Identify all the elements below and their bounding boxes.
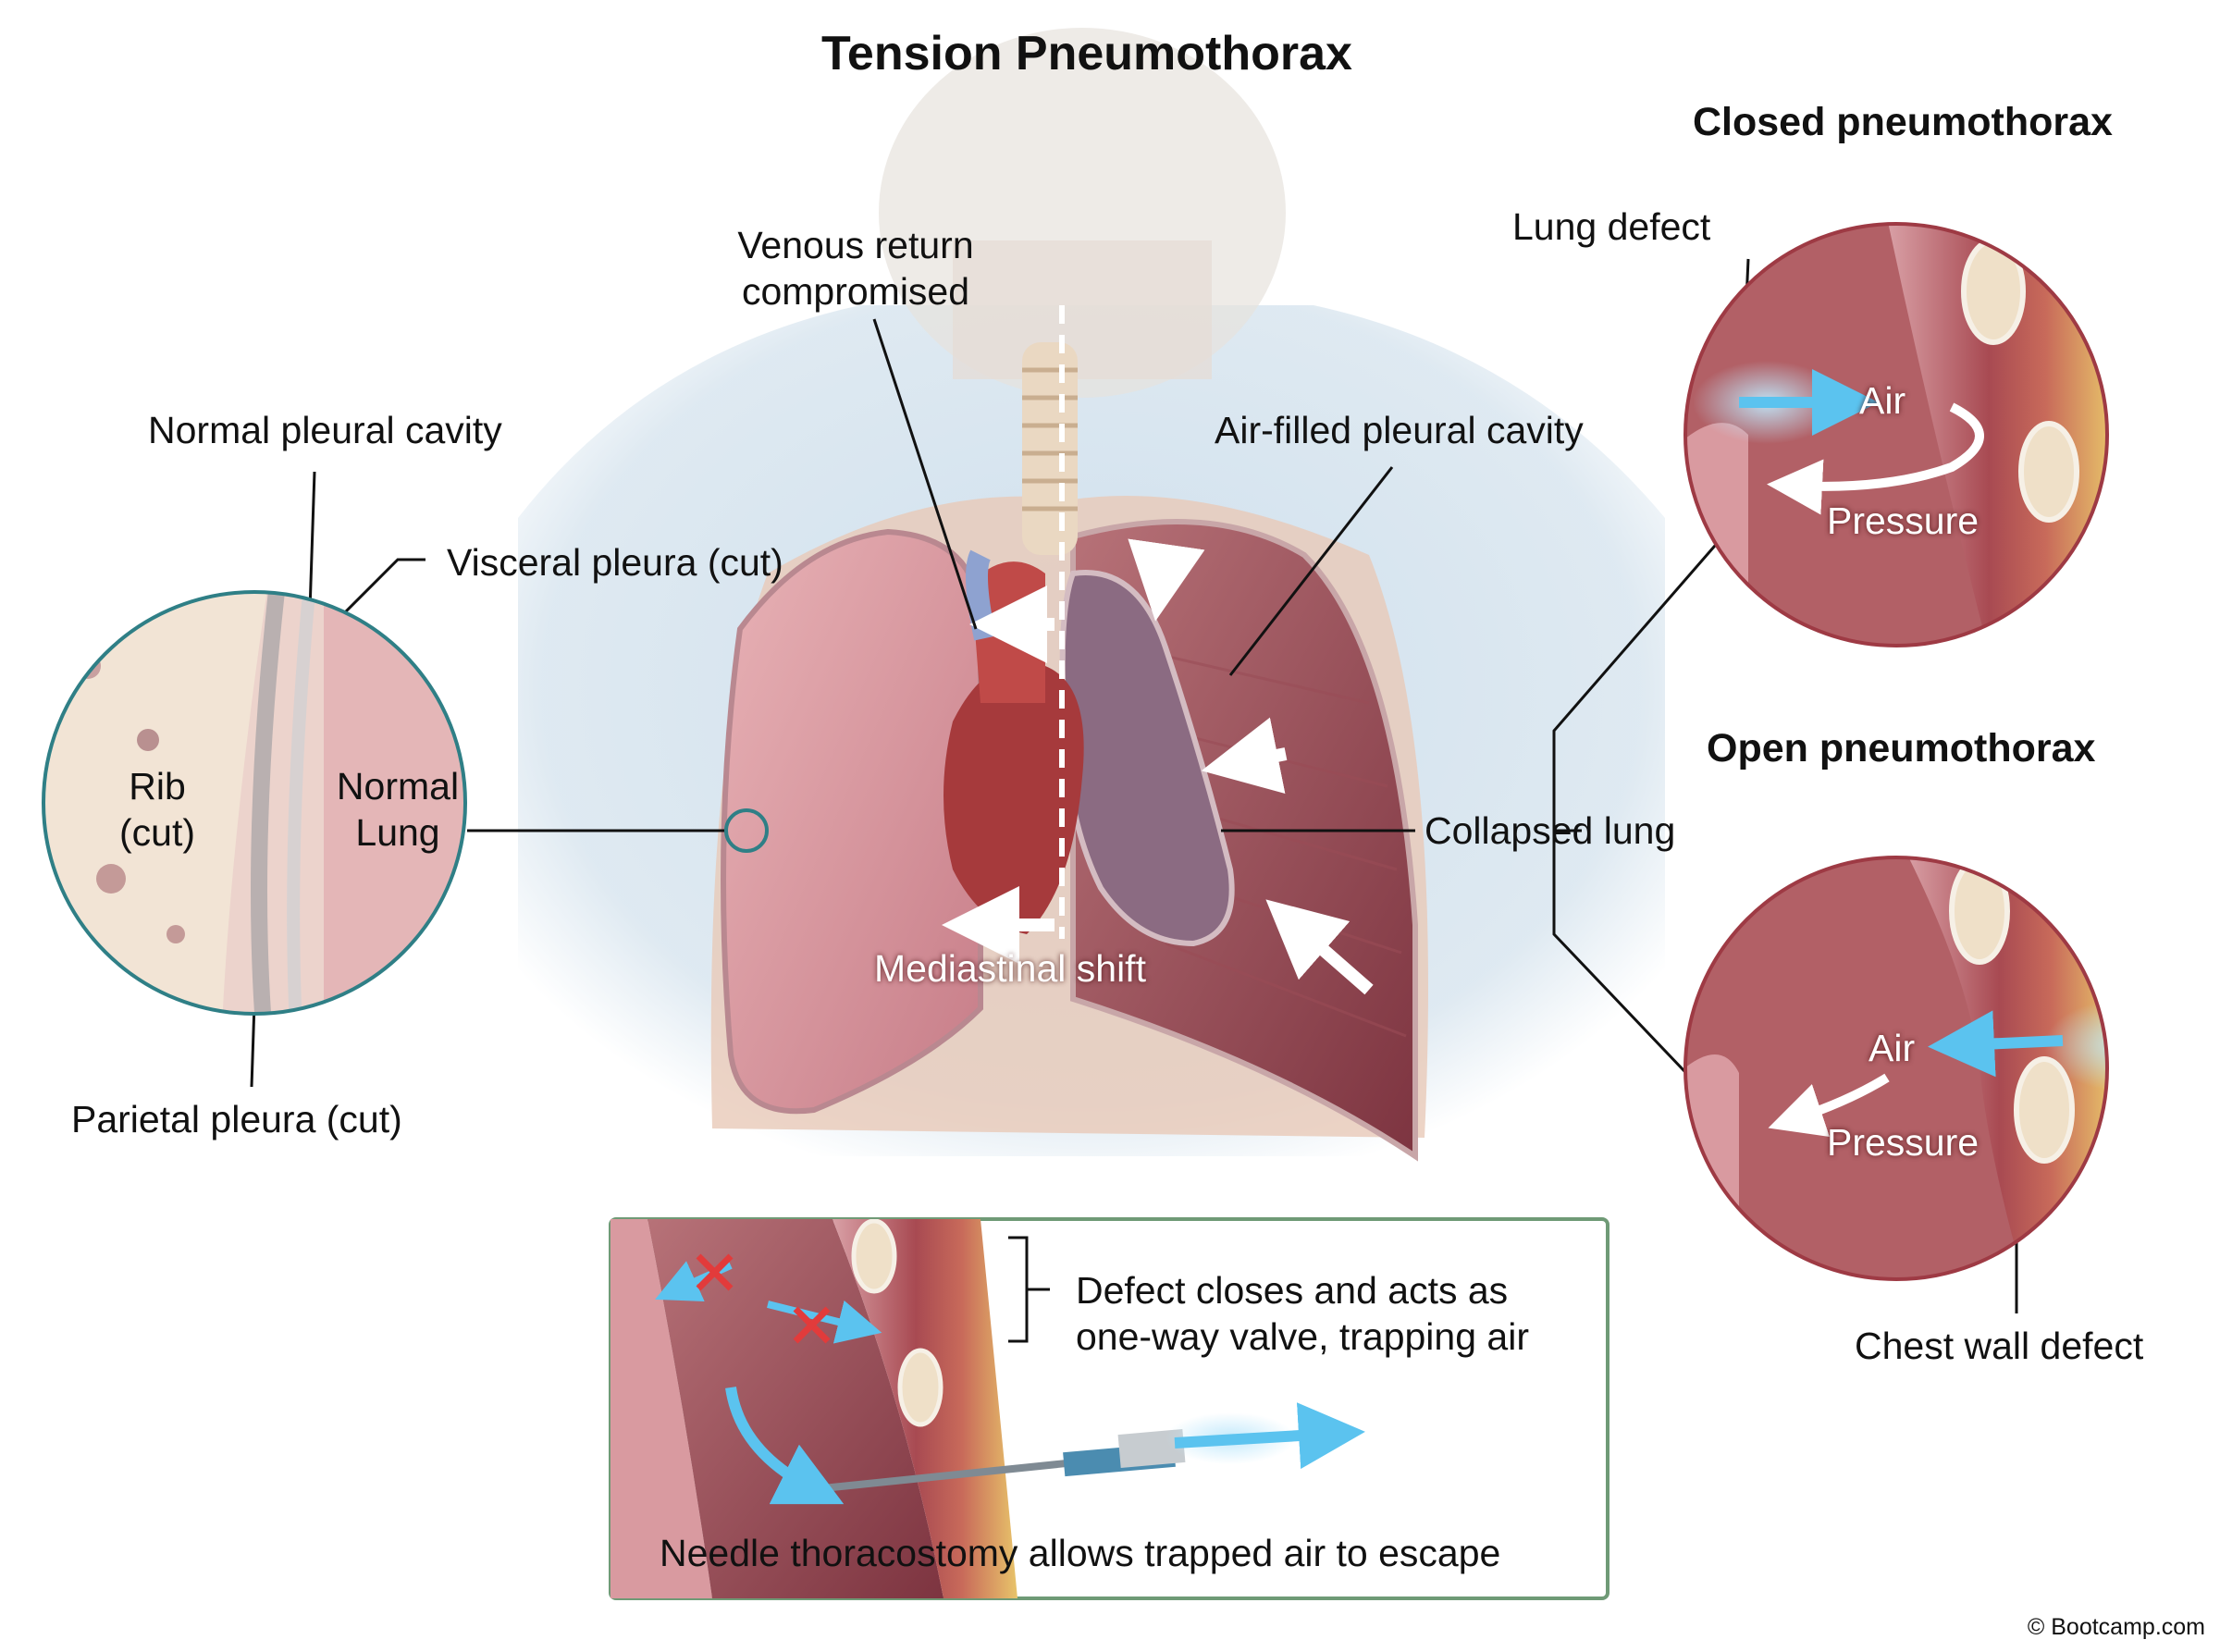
open-pneumothorax-inset [1684,856,2109,1281]
air-filled-pleural-cavity-label: Air-filled pleural cavity [1215,409,1584,451]
open-pneumothorax-heading: Open pneumothorax [1707,726,2096,771]
normal-lung-label: Normal Lung [324,763,472,856]
rib-label: Rib (cut) [111,763,204,856]
visceral-pleura-label: Visceral pleura (cut) [447,541,783,584]
mediastinal-shift-arrows [942,538,1374,995]
normal-pleural-cavity-label: Normal pleural cavity [148,409,502,451]
needle-thoracostomy-caption: Needle thoracostomy allows trapped air t… [660,1532,1501,1574]
lung-defect-label: Lung defect [1512,205,1711,248]
closed-pressure-label: Pressure [1827,499,1980,542]
parietal-pleura-label: Parietal pleura (cut) [71,1098,402,1140]
normal-lung-label-line2: Lung [355,811,440,855]
trachea [1022,342,1078,555]
closed-air-label: Air [1859,379,1906,422]
rib-label-line2: (cut) [119,811,195,855]
collapsed-lung-label: Collapsed lung [1424,809,1676,852]
rib-label-line1: Rib [129,765,186,808]
open-pressure-label: Pressure [1827,1121,1980,1164]
blocked-x-marks [696,1253,831,1344]
mediastinal-shift-label: Mediastinal shift [874,947,1146,990]
open-air-label: Air [1868,1027,1916,1069]
closed-pneumothorax-heading: Closed pneumothorax [1693,100,2113,144]
normal-lung-label-line1: Normal [336,765,460,808]
venous-return-label: Venous return compromised [712,222,999,314]
one-way-valve-label: Defect closes and acts as one-way valve,… [1076,1267,1529,1360]
magnify-marker [724,808,769,853]
page-title: Tension Pneumothorax [821,27,1352,80]
chest-wall-defect-label: Chest wall defect [1855,1325,2144,1367]
venous-return-line2: compromised [741,270,970,314]
needle-thoracostomy-box [609,1217,1610,1600]
venous-return-line1: Venous return [737,224,974,266]
one-way-valve-line1: Defect closes and acts as [1076,1269,1509,1312]
left-inset-circle [42,590,467,1016]
one-way-valve-line2: one-way valve, trapping air [1076,1315,1529,1359]
copyright-notice: © Bootcamp.com [2027,1614,2205,1640]
closed-pneumothorax-inset [1684,222,2109,647]
normal-lung [721,528,983,1115]
